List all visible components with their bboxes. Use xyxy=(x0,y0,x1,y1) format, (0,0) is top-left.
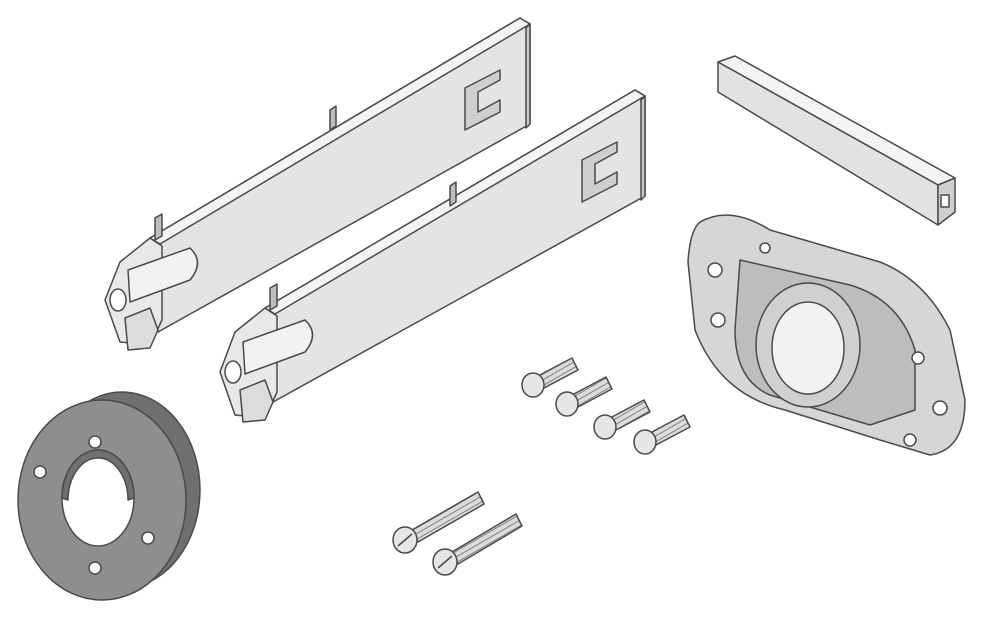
flange-plate xyxy=(687,214,966,456)
short-screws xyxy=(521,357,691,455)
short-screw-3 xyxy=(593,399,651,440)
mounting-plate-1 xyxy=(104,17,531,351)
square-bar xyxy=(717,55,956,226)
long-screws xyxy=(392,491,523,576)
short-screw-4 xyxy=(633,414,691,455)
short-screw-1 xyxy=(521,357,579,398)
long-screw-1 xyxy=(392,491,485,554)
mounting-plate-2 xyxy=(219,89,646,423)
spacer-ring xyxy=(17,391,201,601)
short-screw-2 xyxy=(555,376,613,417)
long-screw-2 xyxy=(432,513,523,576)
